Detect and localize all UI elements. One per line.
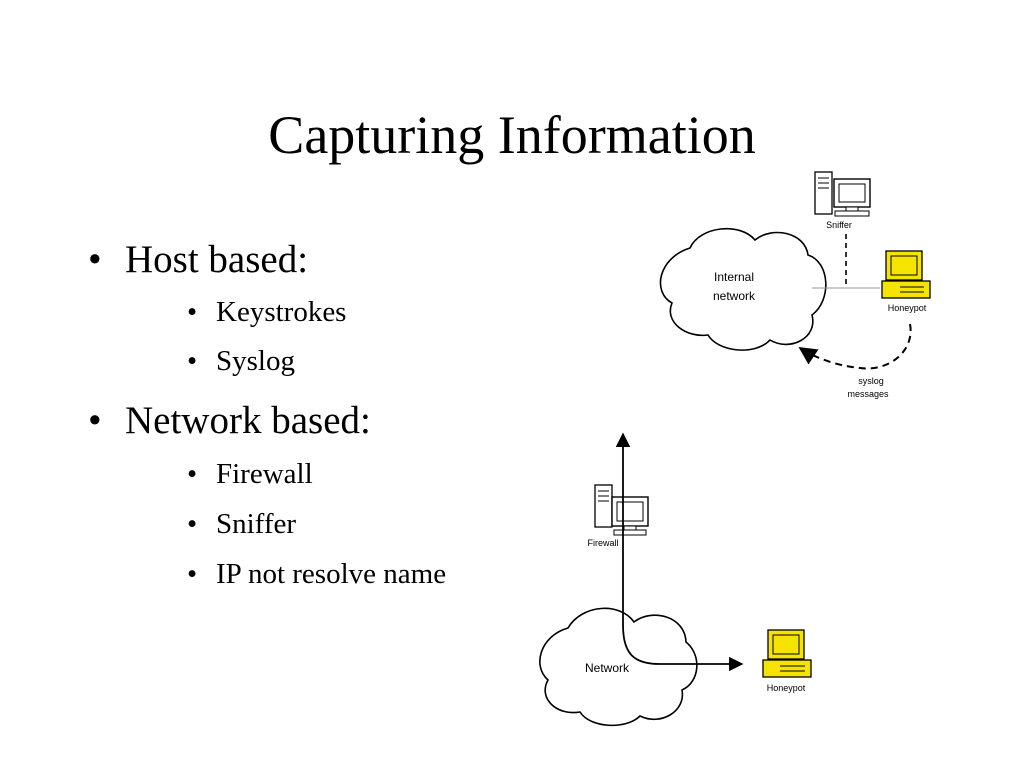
internal-network-label-line2: network — [713, 289, 756, 303]
honeypot-computer-icon — [881, 250, 931, 299]
network-label: Network — [585, 661, 630, 675]
bullet-text: IP not resolve name — [216, 558, 447, 590]
bullet-text: Firewall — [216, 458, 313, 490]
syslog-label-line1: syslog — [858, 376, 884, 386]
internal-network-cloud — [659, 227, 827, 351]
network-based-diagram: Network Firewall Honeypot — [539, 432, 812, 727]
sniffer-label: Sniffer — [826, 220, 852, 230]
honeypot-traffic-arrow — [622, 624, 744, 672]
bullet-text: Syslog — [216, 345, 295, 377]
bullet-text: Sniffer — [216, 508, 297, 540]
bullet-marker: • — [187, 458, 198, 490]
bullet-marker: • — [187, 345, 198, 377]
honeypot-label-bottom: Honeypot — [767, 683, 806, 693]
syslog-label-line2: messages — [847, 389, 889, 399]
network-cloud — [539, 607, 698, 727]
bullet-marker: • — [88, 238, 102, 281]
internal-network-label-line1: Internal — [714, 270, 754, 284]
firewall-label: Firewall — [587, 538, 618, 548]
bullet-marker: • — [187, 508, 198, 540]
honeypot-label-top: Honeypot — [888, 303, 927, 313]
bullet-text: Keystrokes — [216, 296, 347, 328]
host-based-diagram: Internal network Sniffer Honeypot — [659, 171, 931, 399]
sniffer-computer-icon — [814, 171, 871, 217]
bullet-text: Host based: — [125, 238, 309, 281]
bullet-marker: • — [187, 296, 198, 328]
bullet-text: Network based: — [125, 399, 371, 442]
slide-title: Capturing Information — [268, 105, 756, 165]
firewall-computer-icon — [594, 484, 649, 536]
syslog-arrow — [798, 323, 912, 370]
bullet-marker: • — [187, 558, 198, 590]
bullet-marker: • — [88, 399, 102, 442]
honeypot-computer-icon-bottom — [762, 629, 812, 678]
